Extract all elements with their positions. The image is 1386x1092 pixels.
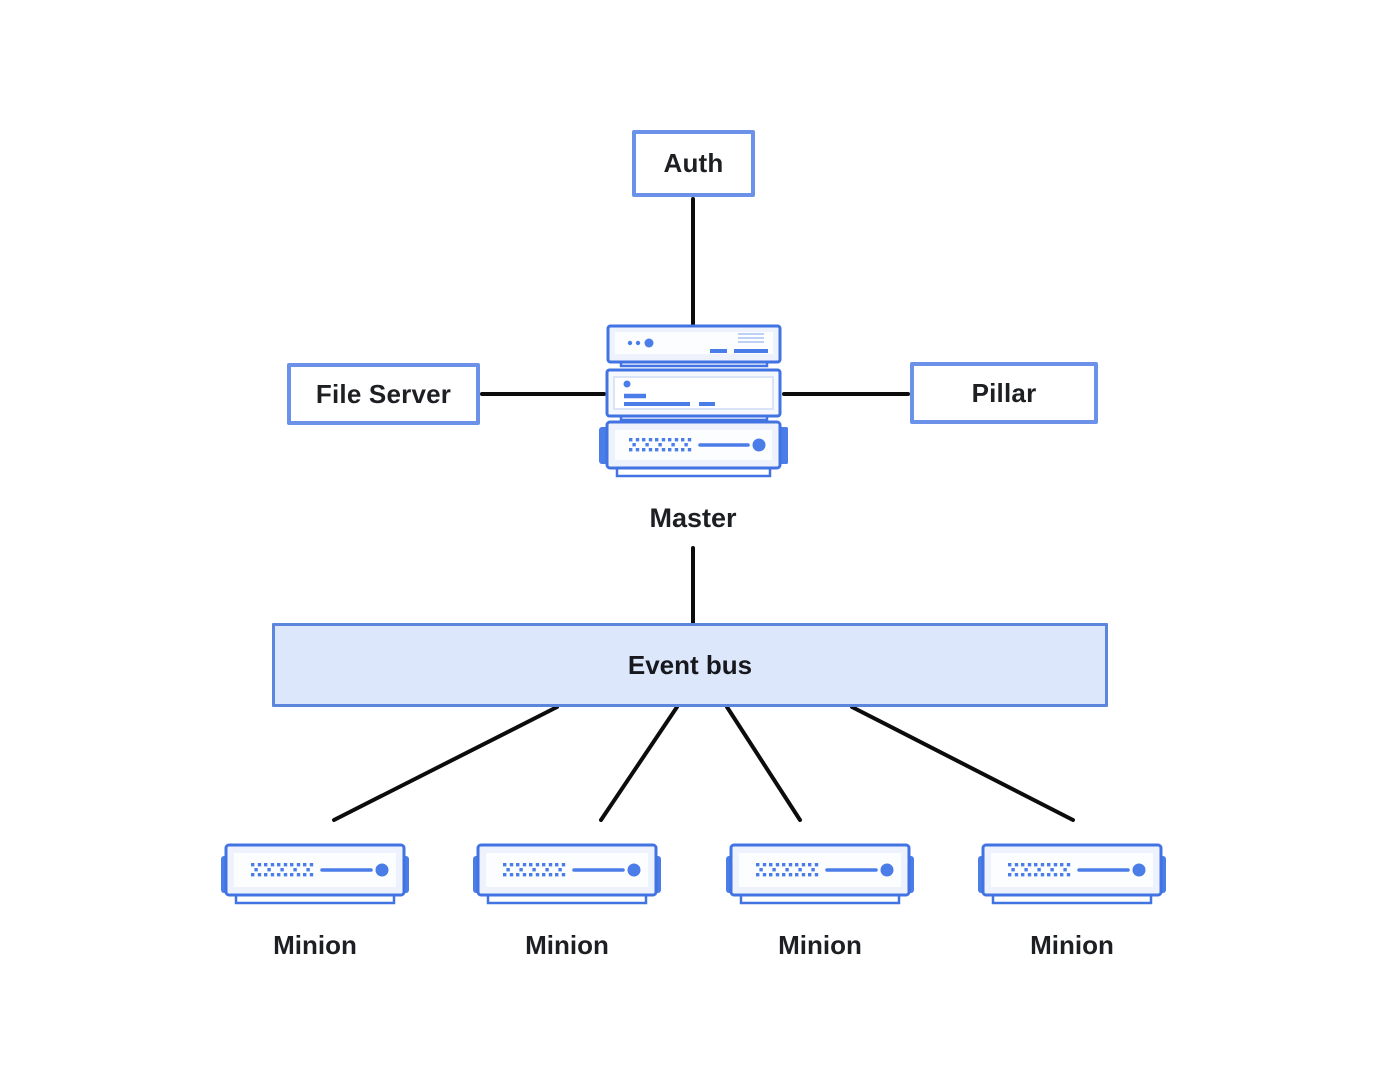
- edge-eventbus-minion-1: [332, 705, 559, 822]
- node-auth: Auth: [632, 130, 755, 197]
- pillar-label: Pillar: [971, 377, 1037, 408]
- edge-eventbus-minion-4: [850, 705, 1075, 822]
- server-icon: [472, 842, 662, 908]
- node-file-server: File Server: [287, 363, 480, 425]
- minion-3-label: Minion: [778, 930, 862, 960]
- minion-4-label: Minion: [1030, 930, 1114, 960]
- node-pillar: Pillar: [910, 362, 1098, 424]
- server-icon: [220, 842, 410, 908]
- event-bus-label: Event bus: [627, 649, 753, 680]
- master-label: Master: [649, 503, 737, 533]
- minion-1-label: Minion: [273, 930, 357, 960]
- minion-2-label: Minion: [525, 930, 609, 960]
- file-server-label: File Server: [315, 378, 452, 409]
- node-event-bus: Event bus: [272, 623, 1108, 707]
- server-stack-icon: [598, 324, 788, 482]
- server-icon: [725, 842, 915, 908]
- edge-eventbus-minion-2: [599, 705, 679, 822]
- edge-eventbus-minion-3: [725, 705, 802, 822]
- server-icon: [977, 842, 1167, 908]
- auth-label: Auth: [663, 148, 724, 178]
